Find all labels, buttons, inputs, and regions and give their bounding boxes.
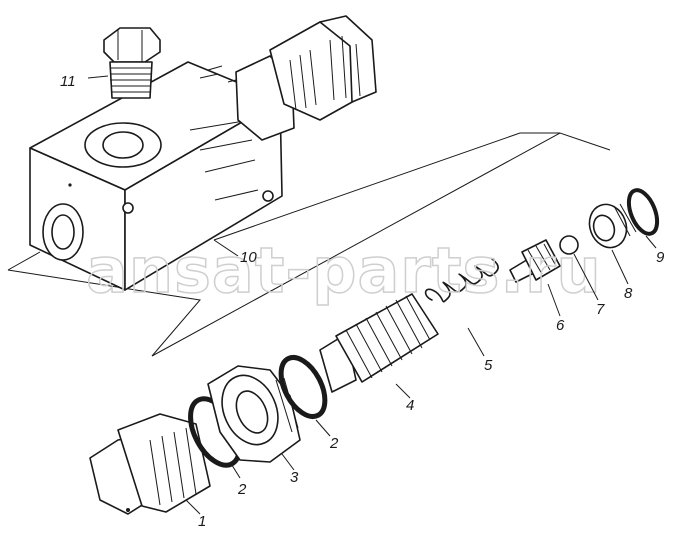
label-part-4: 4	[406, 397, 414, 414]
leader-lines	[87, 75, 657, 515]
threaded-seat	[319, 293, 439, 393]
label-part-2b: 2	[329, 435, 339, 452]
label-part-8: 8	[624, 285, 633, 302]
union-nut	[207, 365, 301, 463]
spring	[424, 258, 499, 303]
label-part-5: 5	[484, 357, 493, 374]
label-part-11: 11	[60, 73, 76, 90]
label-part-1: 1	[198, 513, 206, 530]
label-part-7: 7	[596, 301, 605, 318]
ball	[559, 235, 579, 255]
label-part-2a: 2	[237, 481, 247, 498]
label-part-3: 3	[290, 469, 299, 486]
part-labels: 1 2 2 3 4 5 6 7 8 9 10 11	[60, 73, 665, 530]
o-ring-right	[626, 188, 660, 236]
label-part-10: 10	[240, 249, 257, 266]
threaded-plug	[588, 203, 637, 249]
o-ring-upper	[278, 355, 328, 419]
plug-bolt	[103, 27, 161, 99]
assembly-guide-lines	[7, 132, 611, 357]
piston	[509, 239, 561, 283]
watermark-text: ansat-parts.ru	[86, 234, 602, 307]
label-part-6: 6	[556, 317, 565, 334]
cap-nut	[89, 413, 211, 515]
label-part-9: 9	[656, 249, 665, 266]
